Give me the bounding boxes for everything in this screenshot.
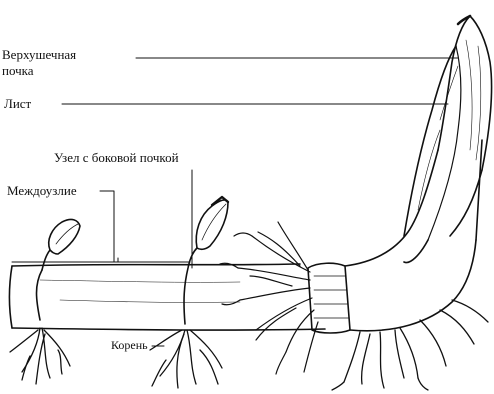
roots-left	[10, 328, 70, 384]
label-leaf: Лист	[4, 96, 31, 111]
leaf-sheaths	[404, 16, 492, 263]
roots-terminal	[332, 300, 488, 390]
lateral-bud-middle	[184, 197, 228, 324]
roots-middle	[150, 330, 222, 388]
label-root: Корень	[111, 338, 148, 353]
internode-bracket	[12, 258, 190, 262]
node-ring	[308, 263, 350, 333]
leader-line-internode	[100, 191, 114, 262]
label-apical-bud-line1: Верхушечная	[2, 47, 76, 62]
lateral-bud-left	[37, 219, 81, 320]
label-apical-bud-line2: почка	[2, 63, 34, 78]
terminal-shoot-base	[345, 140, 482, 331]
leader-lines	[62, 58, 458, 346]
label-internode: Междоузлие	[7, 183, 77, 198]
label-node-with-lateral-bud: Узел с боковой почкой	[54, 150, 179, 165]
roots-node	[220, 222, 318, 374]
